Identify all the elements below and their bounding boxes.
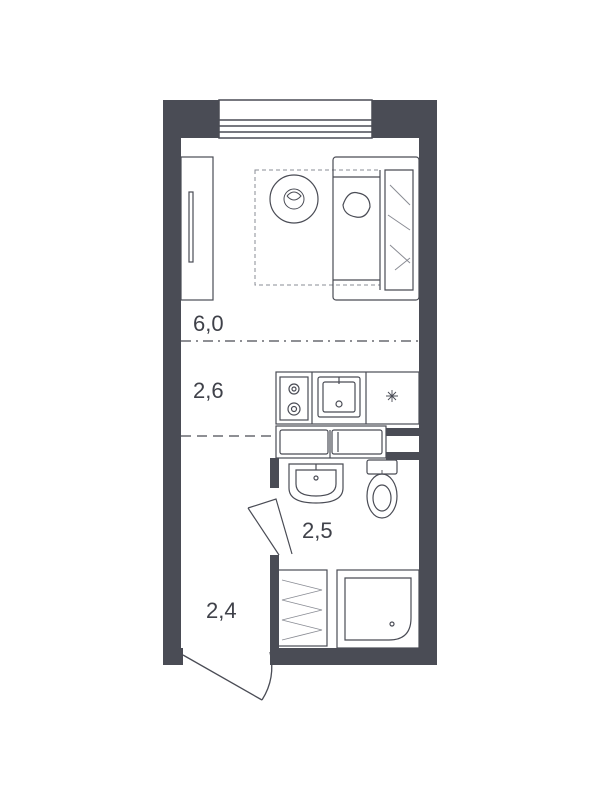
kitchen-counter: [275, 371, 420, 425]
bathroom-fixtures: [288, 459, 420, 649]
right-wall: [419, 100, 437, 665]
tv-stand: [180, 156, 214, 301]
bathroom-area-label: 2,5: [302, 518, 333, 543]
bath-left-wall-bottom: [270, 555, 279, 665]
living-room-area-label: 6,0: [193, 311, 224, 336]
sofa: [332, 156, 420, 301]
bath-left-wall-top: [270, 458, 279, 488]
window: [218, 99, 373, 139]
toilet: [366, 459, 398, 519]
hallway-area-label: 2,4: [206, 598, 237, 623]
hall-closet: [276, 569, 328, 647]
left-wall: [163, 100, 181, 665]
washbasin: [288, 463, 344, 504]
entrance-door: [182, 651, 273, 701]
bathroom-door: [247, 498, 293, 556]
kitchen-area-label: 2,6: [193, 378, 224, 403]
round-table: [269, 174, 319, 224]
wardrobe: [275, 425, 387, 459]
bottom-wall-left-stub: [163, 648, 183, 665]
cooktop: [279, 376, 309, 421]
bath-top-wall: [386, 452, 419, 460]
kitchen-sink: [317, 376, 361, 418]
bottom-wall: [270, 648, 437, 665]
shower-tray: [336, 569, 420, 649]
walls: [163, 100, 437, 665]
kitchen-wall: [386, 428, 419, 436]
